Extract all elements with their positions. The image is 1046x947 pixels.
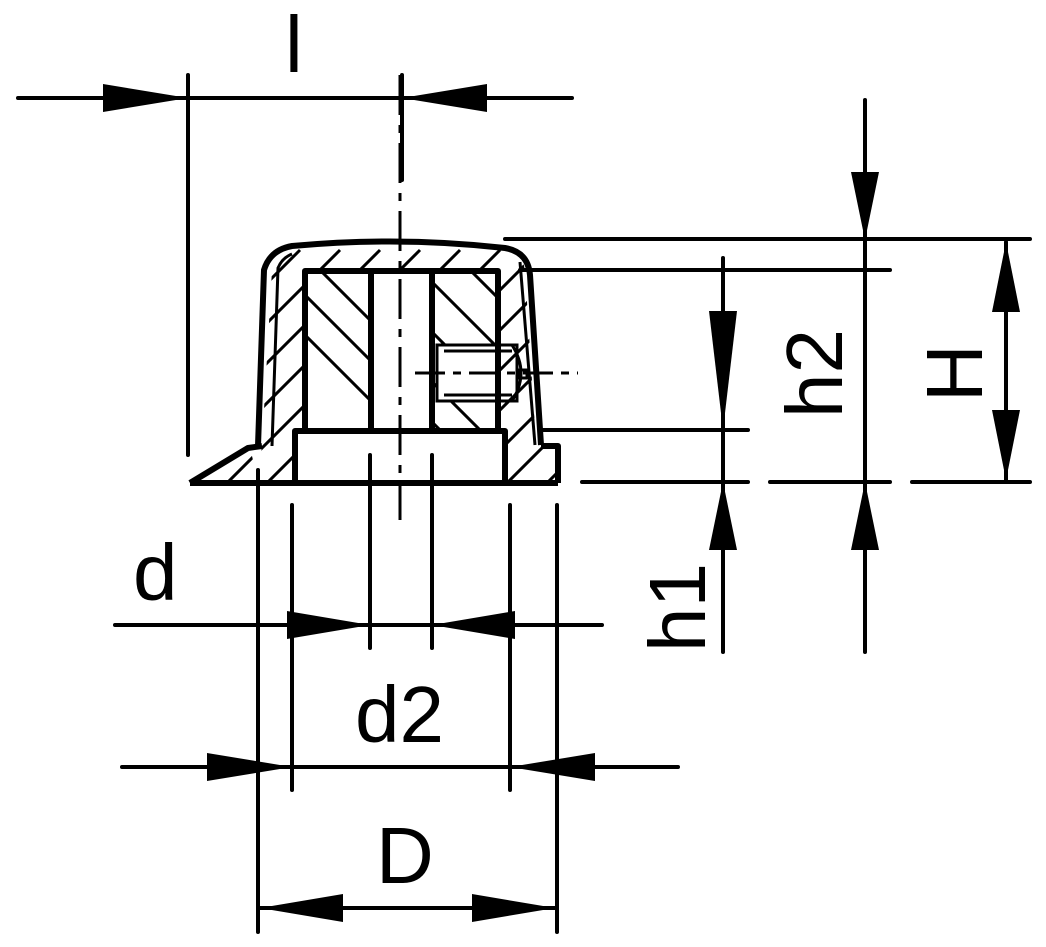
- label-d2: d2: [355, 670, 444, 759]
- vertical-extension-lines: [256, 453, 559, 934]
- dimension-d: d: [113, 528, 604, 639]
- dimension-h1: h1: [633, 256, 737, 654]
- dimension-H: H: [910, 240, 1020, 482]
- label-h1: h1: [633, 563, 722, 652]
- label-d: d: [133, 528, 178, 617]
- label-h2: h2: [770, 329, 859, 418]
- label-D: D: [376, 811, 434, 900]
- extension-lines: [503, 237, 1032, 484]
- dimension-h2: h2: [770, 98, 879, 654]
- label-l: l: [285, 0, 303, 89]
- dimension-l: l: [16, 0, 574, 457]
- dimension-d2: d2: [120, 670, 680, 781]
- dimension-D: D: [258, 811, 557, 922]
- grub-screw: [415, 343, 578, 403]
- label-H: H: [910, 344, 999, 402]
